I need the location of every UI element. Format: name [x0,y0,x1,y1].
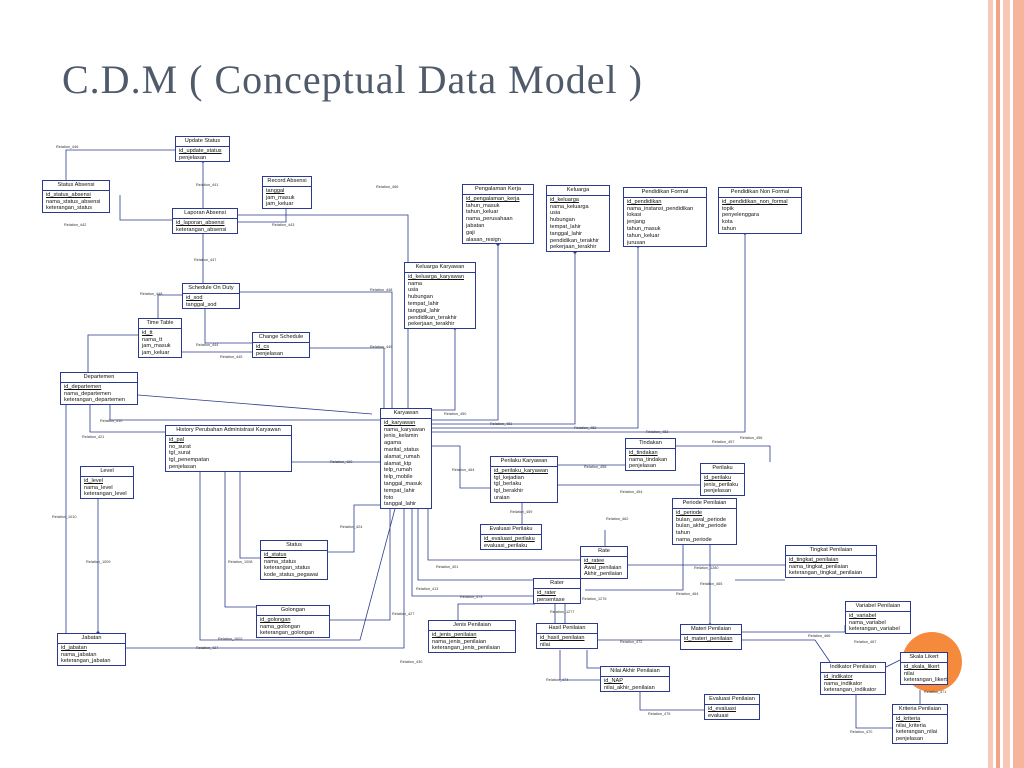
entity-tindakan: Tindakan id_tindakan nama_tindakan penje… [625,438,676,472]
relation-label: Relation_470 [850,730,873,734]
entity-skala-likert: Skala Likert id_skala_likert nilai keter… [900,652,948,686]
relation-label: Relation_464 [676,592,699,596]
entity-keluarga: Keluarga id_keluarga nama_keluarga usia … [546,185,610,253]
entity-jabatan: Jabatan id_jabatan nama_jabatan keterang… [57,633,126,667]
relation-label: Relation_410 [100,419,123,423]
entity-perilaku-karyawan: Perilaku Karyawan id_perilaku_karyawan t… [490,456,558,503]
relation-label: Relation_427 [196,646,219,650]
relation-label: Relation_441 [196,183,219,187]
entity-variabel-penilaian: Variabel Penilaian id_variabel nama_vari… [845,601,911,635]
relation-label: Relation_442 [64,223,87,227]
relation-label: Relation_466 [808,634,831,638]
relation-label: Relation_453 [646,430,669,434]
entity-hasil-penilaian: Hasil Penilaian id_hasil_penilaian nilai [536,623,598,650]
relation-label: Relation_471 [924,690,947,694]
entity-level: Level id_level nama_level keterangan_lev… [80,466,134,500]
slide-title: C.D.M ( Conceptual Data Model ) [62,57,643,102]
entity-kriteria-penilaian: Kriteria Penilaian id_kriteria nilai_kri… [892,704,948,744]
entity-tingkat-penilaian: Tingkat Penilaian id_tingkat_penilaian n… [785,545,877,579]
relation-label: Relation_420 [330,460,353,464]
relation-label: Relation_1008 [228,560,253,564]
relation-label: Relation_458 [584,465,607,469]
entity-karyawan: Karyawan id_karyawan nama_karyawan jenis… [380,408,432,510]
entity-rater: Rater id_rater persentase [533,578,581,605]
entity-pendidikan-non-formal: Pendidikan Non Formal id_pendidikan_non_… [718,187,802,234]
relation-label: Relation_427 [392,612,415,616]
entity-laporan-absensi: Laporan Absensi id_laporan_absensi keter… [172,208,238,235]
relation-label: Relation_413 [416,587,439,591]
relation-label: Relation_421 [82,435,105,439]
relation-label: Relation_1009 [86,560,111,564]
relation-label: Relation_447 [194,258,217,262]
relation-label: Relation_466 [376,185,399,189]
entity-status: Status id_status nama_status keterangan_… [260,540,328,580]
entity-perilaku: Perilaku id_perilaku jenis_perilaku penj… [700,463,745,497]
relation-label: Relation_445 [220,355,243,359]
entity-update-status: Update Status id_update_status penjelasa… [175,136,230,163]
relation-label: Relation_452 [574,426,597,430]
relation-label: Relation_475 [648,712,671,716]
entity-pengalaman-kerja: Pengalaman Kerja id_pengalaman_kerja tah… [462,184,534,245]
relation-label: Relation_473 [460,595,483,599]
entity-history-perubahan: History Perubahan Administrasi Karyawan … [165,425,292,472]
entity-rate: Rate id_ratee Awal_penilaian Akhir_penil… [580,546,628,580]
relation-label: Relation_449 [370,345,393,349]
relation-label: Relation_448 [370,288,393,292]
relation-label: Relation_446 [56,145,79,149]
entity-schedule-on-duty: Schedule On Duty id_sod tanggal_sod [182,283,240,310]
relation-label: Relation_467 [854,640,877,644]
relation-label: Relation_448 [140,292,163,296]
relation-label: Relation_1280 [694,566,719,570]
relation-label: Relation_443 [272,223,295,227]
relation-label: Relation_465 [700,582,723,586]
relation-label: Relation_1010 [52,515,77,519]
relation-label: Relation_472 [620,640,643,644]
entity-evaluasi-perilaku: Evaluasi Perilaku id_evaluasi_perilaku e… [480,524,542,551]
entity-golongan: Golongan id_golongan nama_golongan keter… [256,605,330,639]
decorative-stripes [988,0,1024,768]
relation-label: Relation_401 [436,565,459,569]
relation-label: Relation_464 [452,468,475,472]
relation-label: Relation_1277 [550,610,575,614]
relation-label: Relation_424 [340,525,363,529]
relation-label: Relation_462 [606,517,629,521]
relation-label: Relation_474 [546,678,569,682]
entity-materi-penilaian: Materi Penilaian id_materi_penilaian [680,624,742,650]
relation-label: Relation_459 [510,510,533,514]
relation-label: Relation_1276 [582,597,607,601]
relation-label: Relation_450 [444,412,467,416]
entity-periode-penilaian: Periode Penilaian id_periode bulan_awal_… [672,498,737,545]
relation-label: Relation_1002 [218,637,243,641]
entity-keluarga-karyawan: Keluarga Karyawan id_keluarga_karyawan n… [404,262,476,330]
relation-label: Relation_454 [620,490,643,494]
entity-record-absensi: Record Absensi tanggal jam_masuk jam_kel… [262,176,312,210]
entity-change-schedule: Change Schedule id_cs penjelasan [252,332,310,359]
entity-indikator-penilaian: Indikator Penilaian id_indikator nama_in… [820,662,886,696]
entity-time-table: Time Table id_tt nama_tt jam_masuk jam_k… [138,318,182,358]
entity-evaluasi-penilaian: Evaluasi Penilaian id_evaluasi evaluasi [704,694,760,721]
entity-departemen: Departemen id_departemen nama_departemen… [60,372,138,406]
entity-nilai-akhir-penilaian: Nilai Akhir Penilaian id_NAP nilai_akhir… [600,666,670,693]
entity-status-absensi: Status Absensi id_status_absensi nama_st… [42,180,110,214]
relation-label: Relation_444 [196,343,219,347]
relation-label: Relation_430 [400,660,423,664]
entity-pendidikan-formal: Pendidikan Formal id_pendidikan nama_ins… [623,187,707,248]
entity-jenis-penilaian: Jenis Penilaian id_jenis_penilaian nama_… [428,620,516,654]
relation-label: Relation_457 [712,440,735,444]
relation-label: Relation_456 [740,436,763,440]
relation-label: Relation_451 [490,422,513,426]
